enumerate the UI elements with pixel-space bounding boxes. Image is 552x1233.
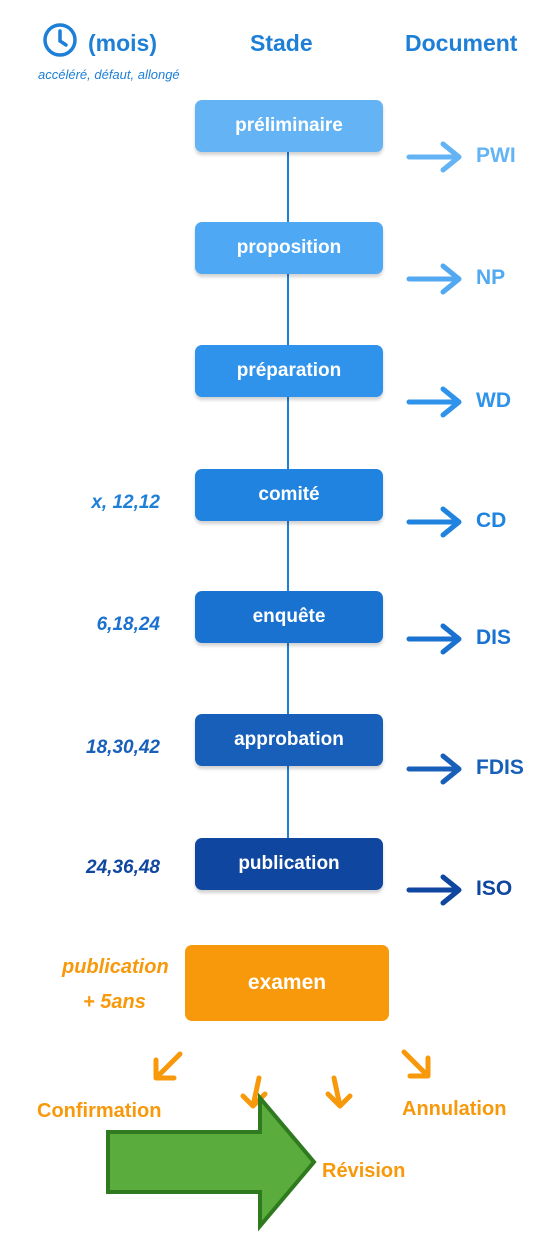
stage-box-enquete: enquête: [195, 591, 383, 643]
document-column-header: Document: [405, 30, 518, 56]
outcome-revision: Révision: [322, 1160, 406, 1182]
stage-label: proposition: [236, 237, 342, 258]
stage-label: approbation: [234, 729, 344, 750]
stage-label: examen: [247, 971, 327, 994]
document-code: WD: [476, 389, 511, 412]
stage-box-preparation: préparation: [195, 345, 383, 397]
time-column-subheader: accéléré, défaut, allongé: [38, 67, 180, 82]
right-arrow-icon: [406, 141, 462, 173]
stage-timing: 18,30,42: [86, 737, 160, 758]
stage-label: enquête: [252, 606, 326, 627]
down-right-arrow-icon: [401, 1049, 431, 1079]
right-arrow-icon: [406, 874, 462, 906]
right-arrow-icon: [406, 263, 462, 295]
outcome-confirmation: Confirmation: [37, 1100, 162, 1122]
time-column-header: (mois): [88, 30, 157, 56]
document-code: CD: [476, 509, 507, 532]
clock-icon: [43, 23, 77, 57]
document-code: DIS: [476, 626, 512, 649]
stage-box-examen: examen: [185, 945, 389, 1021]
stage-box-proposition: proposition: [195, 222, 383, 274]
stage-box-approbation: approbation: [195, 714, 383, 766]
right-arrow-icon: [406, 753, 462, 785]
stage-box-publication: publication: [195, 838, 383, 890]
right-arrow-icon: [406, 506, 462, 538]
right-arrow-icon: [406, 386, 462, 418]
document-code: NP: [476, 266, 506, 289]
stage-box-preliminaire: préliminaire: [195, 100, 383, 152]
stage-timing: x, 12,12: [91, 492, 160, 513]
highlight-arrow-icon: [106, 1092, 317, 1232]
outcome-annulation: Annulation: [402, 1098, 507, 1120]
stage-label: publication: [238, 853, 340, 874]
stage-label: préliminaire: [235, 115, 343, 136]
stage-label: comité: [258, 484, 320, 505]
stage-timing: 24,36,48: [86, 857, 160, 878]
review-timing-line2: + 5ans: [83, 991, 146, 1013]
stage-label: préparation: [236, 360, 342, 381]
down-left-arrow-icon: [153, 1051, 183, 1081]
right-arrow-icon: [406, 623, 462, 655]
down-arrow-icon: [325, 1075, 353, 1109]
document-code: ISO: [476, 877, 513, 900]
document-code: FDIS: [476, 756, 524, 779]
review-timing-line1: publication: [62, 956, 169, 978]
document-code: PWI: [476, 144, 516, 167]
stage-box-comite: comité: [195, 469, 383, 521]
stage-column-header: Stade: [250, 30, 313, 56]
stage-timing: 6,18,24: [96, 614, 160, 635]
